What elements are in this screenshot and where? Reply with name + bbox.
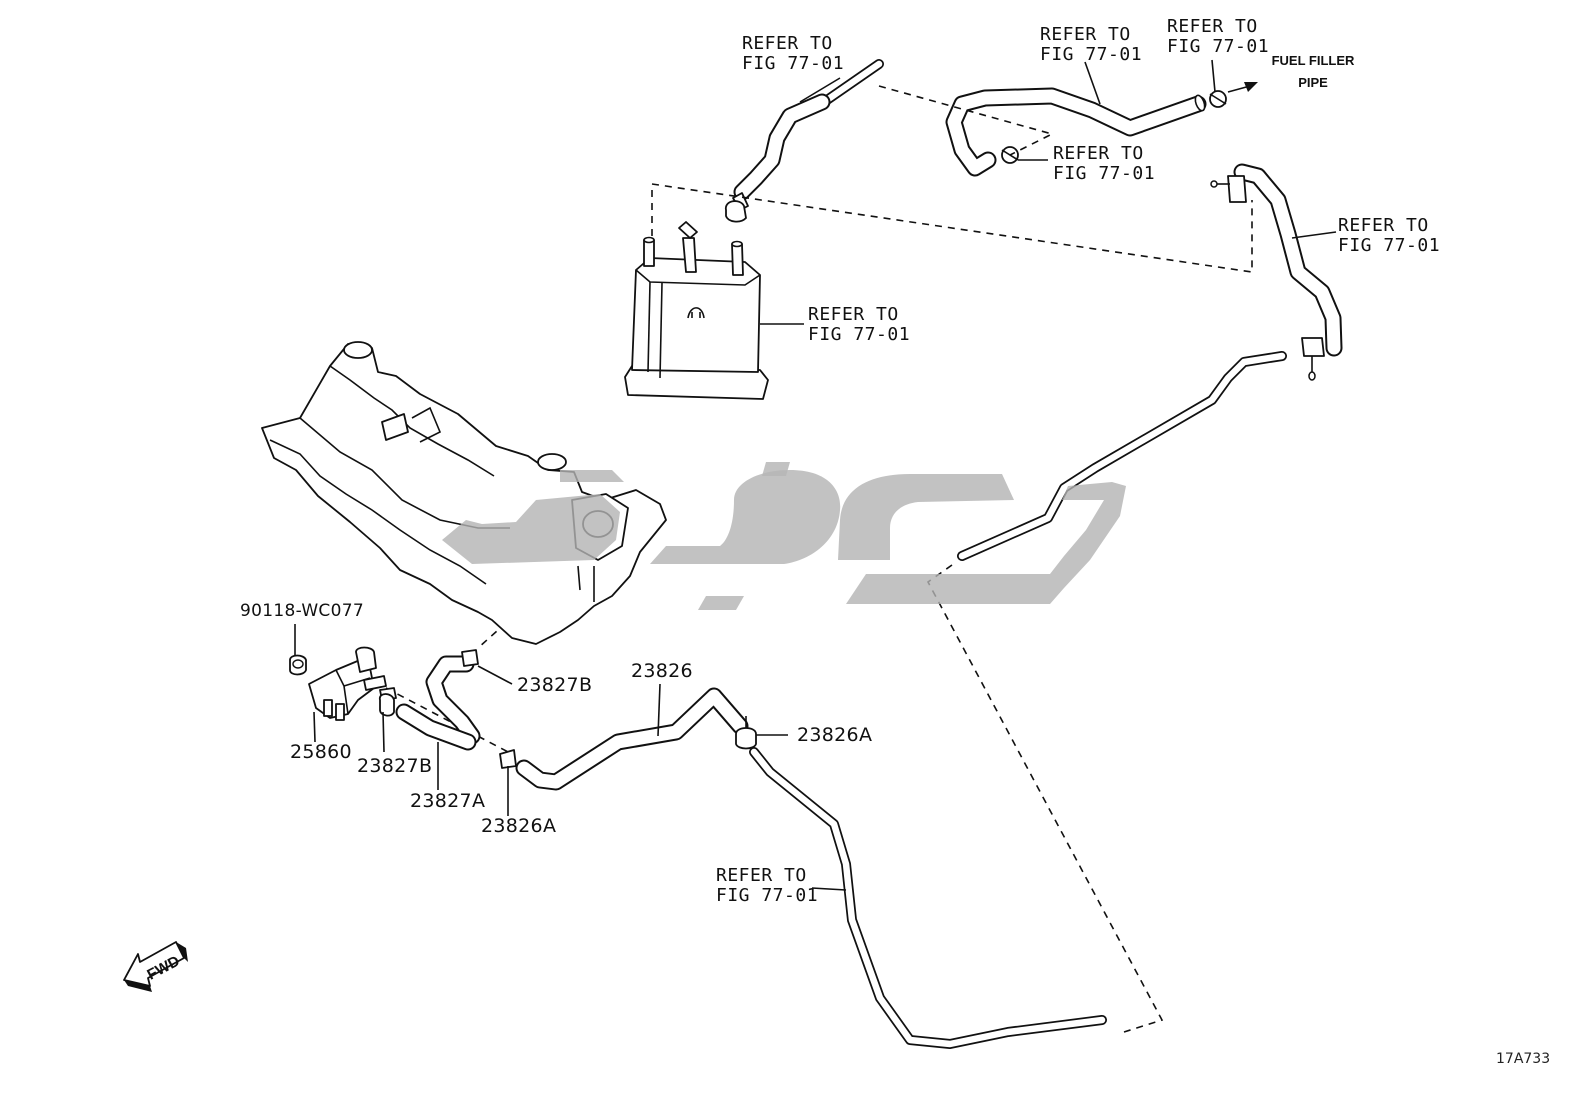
fwd-arrow-icon: FWD <box>123 941 188 992</box>
part-number-23827a: 23827A <box>410 790 486 812</box>
top-vent-hose <box>725 59 884 223</box>
refer-line2: FIG 77-01 <box>742 53 845 74</box>
lower-purge-pipe <box>749 747 1107 1049</box>
part-number-23826a-upper: 23826A <box>797 724 873 746</box>
intake-manifold <box>261 341 667 645</box>
refer-line1: REFER TO <box>742 33 833 54</box>
part-number-23827b-lower: 23827B <box>357 755 433 777</box>
part-number-25860: 25860 <box>290 741 352 763</box>
destination-line2: PIPE <box>1298 75 1328 90</box>
refer-line2: FIG 77-01 <box>808 324 911 345</box>
part-number-23827b-upper: 23827B <box>517 674 593 696</box>
destination-line1: FUEL FILLER <box>1271 53 1355 68</box>
part-number-90118-wc077: 90118-WC077 <box>240 601 364 621</box>
refer-line2: FIG 77-01 <box>1040 44 1143 65</box>
hose-23826 <box>515 687 757 791</box>
refer-line2: FIG 77-01 <box>716 885 819 906</box>
watermark-logo <box>442 462 1126 610</box>
part-number-23826: 23826 <box>631 660 693 682</box>
refer-line2: FIG 77-01 <box>1338 235 1441 256</box>
refer-line1: REFER TO <box>1040 24 1131 45</box>
fuel-filler-pipe-label: FUEL FILLER PIPE <box>1258 50 1368 94</box>
refer-line1: REFER TO <box>1053 143 1144 164</box>
right-vent-hose <box>1210 163 1343 381</box>
refer-line1: REFER TO <box>1167 16 1258 37</box>
refer-line1: REFER TO <box>1338 215 1429 236</box>
refer-line1: REFER TO <box>716 865 807 886</box>
part-number-23826a-lower: 23826A <box>481 815 557 837</box>
refer-line2: FIG 77-01 <box>1167 36 1270 57</box>
refer-line1: REFER TO <box>808 304 899 325</box>
refer-line2: FIG 77-01 <box>1053 163 1156 184</box>
charcoal-canister <box>624 221 769 400</box>
short-hoses-lower-left <box>379 649 517 769</box>
figure-id: 17A733 <box>1496 1051 1551 1067</box>
leader-lines <box>294 59 1337 891</box>
long-purge-pipe <box>957 351 1287 561</box>
